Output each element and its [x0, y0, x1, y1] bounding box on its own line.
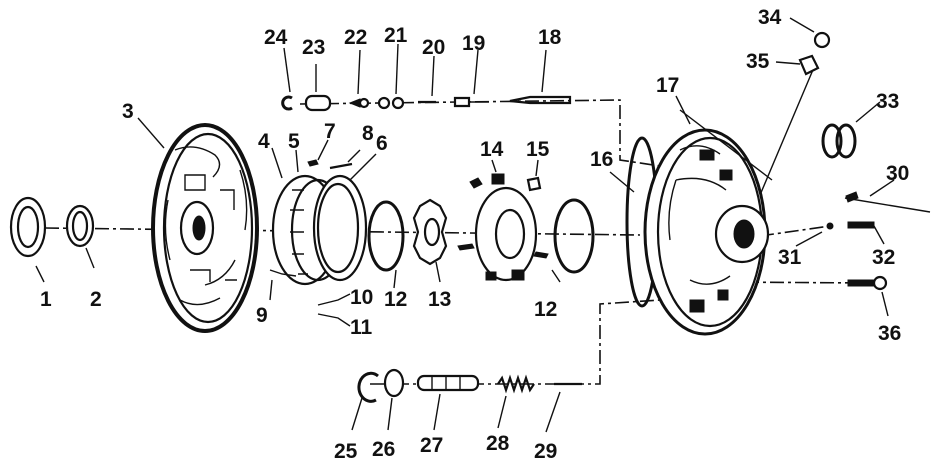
label-31: 31: [778, 246, 802, 269]
part-31-axis-line: [759, 225, 831, 237]
label-30: 30: [886, 162, 909, 185]
part-19-valve: [453, 96, 489, 108]
label-33: 33: [876, 90, 899, 113]
part-13-inner-rotor: [412, 198, 448, 266]
label-36: 36: [878, 322, 901, 345]
part-7-pin: [307, 159, 319, 167]
label-4: 4: [258, 130, 270, 153]
label-26: 26: [372, 438, 395, 461]
part-14-outer-rotor: [457, 173, 549, 282]
label-20: 20: [422, 36, 445, 59]
part-2-bushing: [65, 204, 95, 248]
label-12-left: 12: [384, 288, 407, 311]
part-27-valve: [416, 374, 480, 392]
part-11-spring: [317, 313, 351, 327]
part-34-ball: [813, 31, 831, 49]
part-8-pin: [329, 162, 353, 170]
label-17: 17: [656, 74, 679, 97]
part-32-screw: [847, 221, 875, 229]
label-34: 34: [758, 6, 782, 29]
label-23: 23: [302, 36, 325, 59]
label-24: 24: [264, 26, 288, 49]
label-6: 6: [376, 132, 388, 155]
part-15-vane: [526, 176, 542, 192]
label-21: 21: [384, 24, 408, 47]
part-23-plug: [304, 94, 332, 112]
part-30-axis-line: [844, 197, 931, 213]
label-2: 2: [90, 288, 102, 311]
part-25-snap-ring: [357, 371, 379, 403]
label-35: 35: [746, 50, 770, 73]
part-24-retainer: [281, 95, 293, 111]
label-18: 18: [538, 26, 562, 49]
bottom-valve-axis-line: [370, 299, 661, 385]
label-29: 29: [534, 440, 557, 463]
part-12-o-ring-right: [553, 198, 595, 274]
label-14: 14: [480, 138, 504, 161]
label-3: 3: [122, 100, 134, 123]
part-10-spring: [317, 293, 351, 306]
part-22-valve: [348, 97, 370, 109]
part-34-35-axis-line: [759, 64, 816, 196]
part-6-outer-ring: [312, 174, 368, 282]
label-22: 22: [344, 26, 367, 49]
label-27: 27: [420, 434, 443, 457]
label-25: 25: [334, 440, 358, 463]
part-33-seal: [821, 123, 857, 159]
part-18-rod: [509, 95, 572, 105]
label-8: 8: [362, 122, 374, 145]
label-12-right: 12: [534, 298, 557, 321]
part-36-bolt: [847, 275, 888, 291]
label-32: 32: [872, 246, 895, 269]
label-16: 16: [590, 148, 613, 171]
label-19: 19: [462, 32, 485, 55]
label-5: 5: [288, 130, 300, 153]
leader-lines: [35, 17, 895, 433]
part-35-plug: [798, 54, 820, 76]
part-9-clip: [269, 269, 297, 277]
part-17-pump-body: [643, 128, 770, 336]
part-1-seal: [9, 196, 47, 258]
label-15: 15: [526, 138, 550, 161]
part-31-ball: [826, 222, 834, 230]
label-10: 10: [350, 286, 373, 309]
part-26-plug: [383, 368, 405, 398]
label-13: 13: [428, 288, 451, 311]
part-21-valve: [377, 96, 405, 110]
label-7: 7: [324, 120, 336, 143]
part-28-spring: [497, 374, 535, 394]
part-12-o-ring-left: [367, 200, 405, 272]
part-3-pump-cover: [151, 123, 259, 333]
label-28: 28: [486, 432, 510, 455]
main-axis-line: [44, 227, 641, 236]
part-labels: 1 2 3 4 5 6 7 8 9 10 11 12 13 14 15 12 1…: [40, 6, 909, 463]
label-9: 9: [256, 304, 268, 327]
label-1: 1: [40, 288, 52, 311]
label-11: 11: [350, 316, 373, 339]
part-30-pin: [845, 191, 859, 203]
